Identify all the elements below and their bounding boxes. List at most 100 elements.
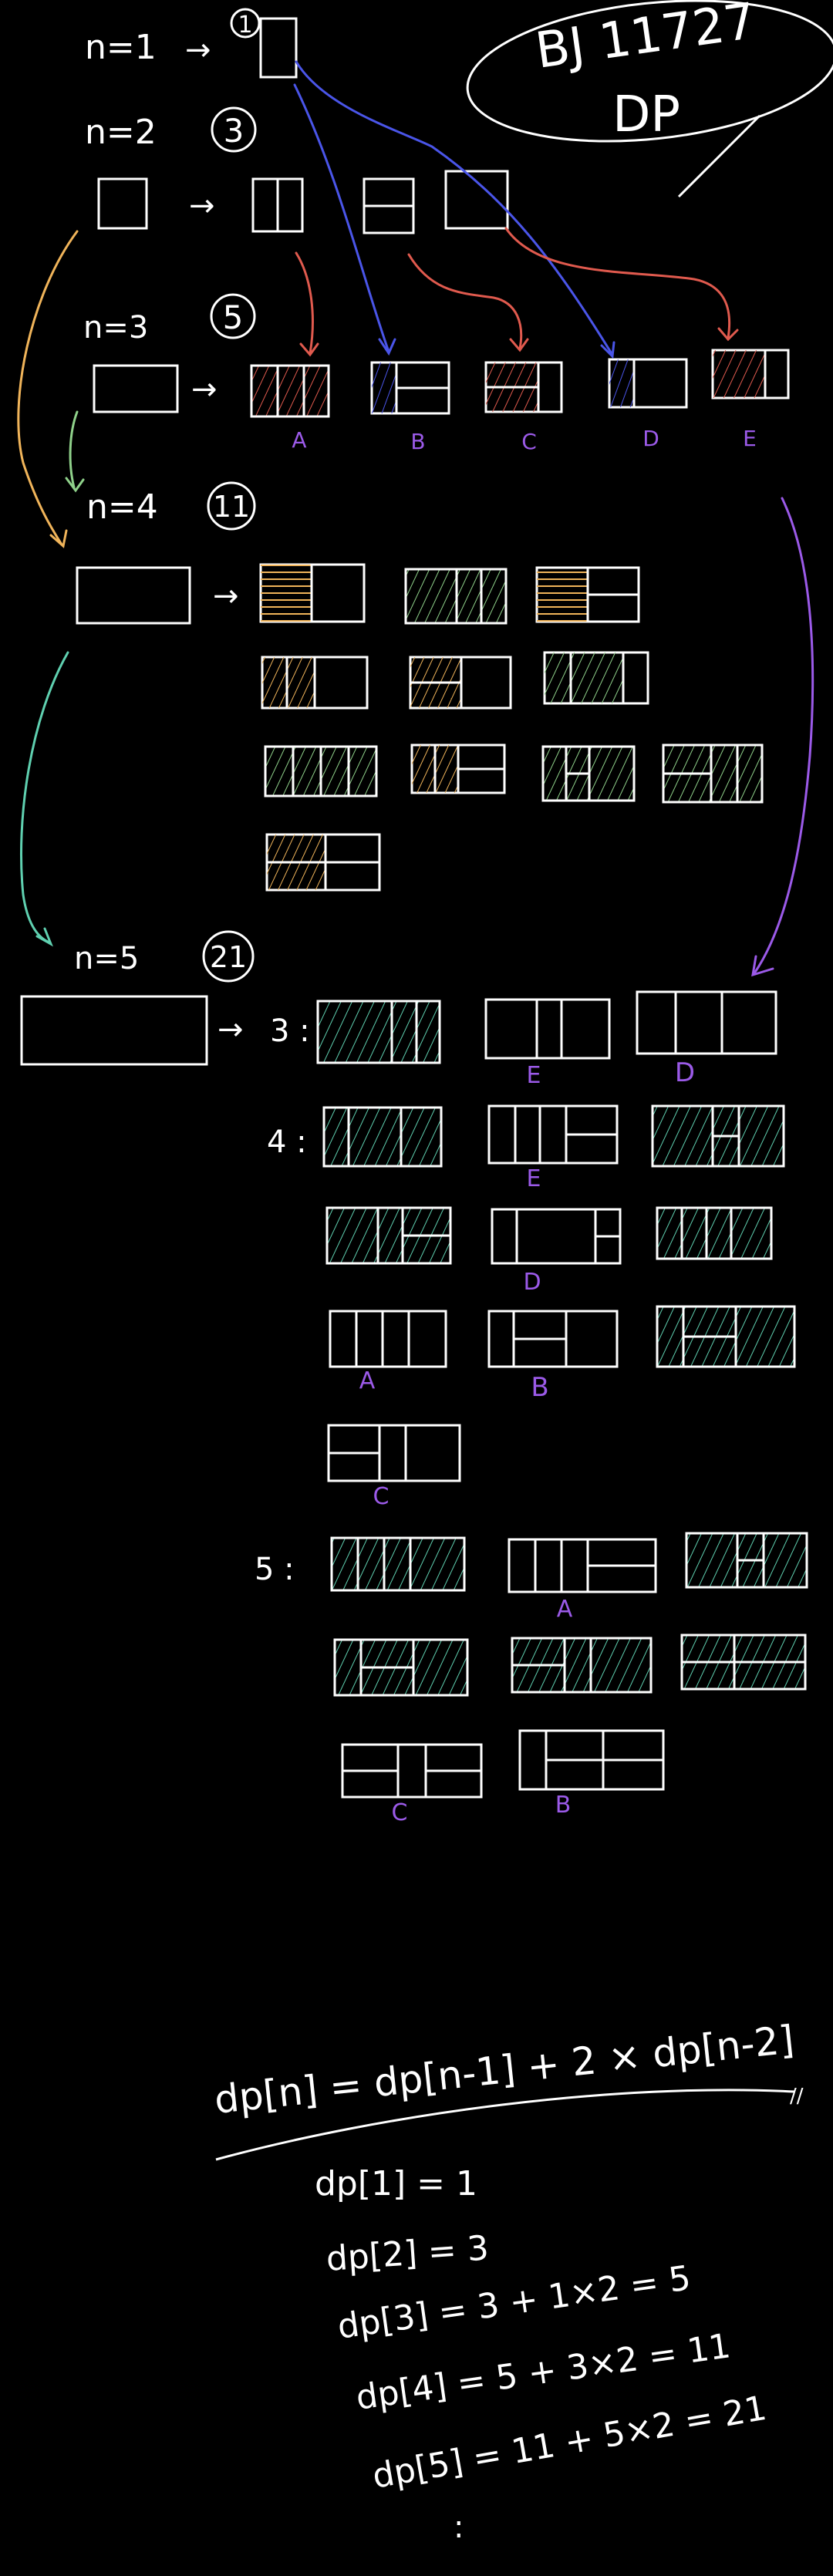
- n3-tag-b: B: [410, 429, 425, 454]
- arrow-n3-to-n4: [69, 410, 79, 489]
- n3-count-circle: [210, 293, 256, 339]
- n5-g5-tag-a: A: [557, 1596, 573, 1623]
- n5-arrow: →: [218, 1012, 244, 1047]
- n5-g4-tiling-6: [656, 1206, 773, 1260]
- n1-arrow: →: [185, 32, 211, 68]
- n4-tiling-2: [404, 568, 508, 625]
- n5-count-circle: [202, 930, 255, 983]
- n5-g4-tag-d: D: [523, 1269, 541, 1296]
- n4-tiling-4: [261, 656, 369, 710]
- n4-tiling-9: [541, 745, 636, 802]
- n3-tag-a: A: [292, 427, 306, 453]
- arrow-n1-to-b: [293, 83, 390, 353]
- n1-tile: [259, 17, 298, 79]
- n5-g5-tiling-3: [685, 1532, 808, 1589]
- title-block: BJ 11727 DP: [466, 0, 833, 198]
- n4-tiling-5: [409, 656, 512, 710]
- n2-label: n=2: [85, 113, 157, 152]
- n3-label: n=3: [83, 310, 148, 346]
- n5-board: [20, 995, 208, 1066]
- n3-arrow: →: [191, 372, 218, 407]
- n5-g5-tiling-6: [680, 1634, 807, 1691]
- n1-label: n=1: [85, 28, 157, 67]
- n5-g5-tag-b: B: [555, 1792, 572, 1819]
- n2-tiling-horizontal: [363, 177, 415, 234]
- n5-g4-tiling-1: [322, 1106, 443, 1168]
- n5-g4-tiling-2: [487, 1104, 619, 1165]
- formula-block: dp[n] = dp[n-1] + 2 × dp[n-2] // dp[1] =…: [212, 2017, 804, 2545]
- section-n1: n=1 → 1: [85, 8, 298, 79]
- n4-tiling-6: [543, 651, 649, 705]
- n5-g4-tiling-8: [487, 1310, 619, 1368]
- n4-tiling-11: [265, 833, 381, 892]
- n2-count-circle: [211, 106, 257, 153]
- n4-tiling-10: [662, 743, 764, 804]
- n4-count: 11: [213, 490, 250, 524]
- n5-g5-tiling-5: [511, 1637, 653, 1694]
- n3-tag-d: D: [642, 426, 659, 451]
- n5-g3-tiling-1: [316, 1000, 441, 1064]
- n2-count: 3: [224, 112, 245, 150]
- n2-arrow: →: [189, 188, 215, 224]
- step-1: dp[1] = 1: [315, 2164, 477, 2203]
- step-2: dp[2] = 3: [325, 2228, 490, 2279]
- title-tail: [677, 114, 761, 198]
- n5-g4-tiling-10: [327, 1424, 461, 1482]
- arrow-n3e-to-n5d: [753, 497, 814, 975]
- n5-g4-tiling-7: [329, 1310, 447, 1368]
- recurrence-end-mark: //: [790, 2085, 804, 2108]
- n5-g4-tag-b: B: [531, 1372, 548, 1403]
- recurrence: dp[n] = dp[n-1] + 2 × dp[n-2]: [212, 2017, 796, 2123]
- n5-g4-tiling-3: [651, 1104, 785, 1168]
- arrow-n1-to-d: [295, 60, 614, 356]
- n3-board: [93, 364, 179, 413]
- n4-count-circle: [207, 481, 256, 531]
- n5-g3-tiling-3: [636, 990, 777, 1055]
- n4-tiling-1: [259, 563, 366, 623]
- n4-label: n=4: [86, 487, 158, 527]
- n5-group3-label: 3 :: [270, 1013, 310, 1049]
- n4-arrow: →: [213, 578, 239, 614]
- n3-tiling-b: [370, 361, 450, 415]
- arrow-n2sq-to-e: [504, 227, 731, 339]
- section-n2: n=2 3 →: [85, 106, 509, 234]
- arrow-n2h-to-c: [407, 253, 523, 350]
- n5-g4-tag-c: C: [373, 1483, 390, 1510]
- n5-g3-tag-e: E: [527, 1062, 541, 1089]
- n3-tiling-a: [250, 364, 330, 418]
- n5-count: 21: [210, 940, 247, 974]
- n1-count: 1: [238, 12, 252, 39]
- arrow-n4-to-n5: [19, 651, 69, 944]
- n3-tag-e: E: [743, 426, 757, 451]
- n5-group5-label: 5 :: [255, 1552, 295, 1587]
- n5-g5-tiling-4: [333, 1638, 469, 1697]
- n3-tiling-d: [608, 358, 688, 409]
- section-n4: n=4 11 →: [76, 481, 764, 892]
- n5-g4-tiling-5: [491, 1208, 622, 1265]
- n5-g3-tiling-2: [484, 998, 611, 1060]
- n5-g4-tiling-9: [656, 1305, 796, 1368]
- n3-tiling-e: [711, 349, 790, 400]
- n5-g3-tag-d: D: [675, 1057, 695, 1088]
- problem-label: BJ 11727: [532, 0, 759, 80]
- n5-g5-tiling-1: [330, 1536, 466, 1592]
- n5-g4-tiling-4: [325, 1206, 452, 1265]
- n5-label: n=5: [74, 941, 139, 976]
- n3-tiling-c: [484, 361, 563, 413]
- n5-group4-label: 4 :: [267, 1124, 307, 1160]
- n3-tag-c: C: [521, 429, 537, 454]
- method-label: DP: [612, 86, 680, 143]
- arrow-n2-to-n4: [17, 230, 79, 546]
- n5-g4-tag-e: E: [527, 1165, 541, 1192]
- section-n3: n=3 5 →: [83, 293, 790, 454]
- n3-count: 5: [223, 298, 244, 336]
- n5-g5-tiling-8: [518, 1729, 665, 1791]
- n5-g5-tiling-2: [508, 1538, 657, 1593]
- n4-tiling-3: [535, 566, 640, 623]
- recurrence-underline: [215, 2089, 795, 2161]
- n1-count-circle: [230, 8, 261, 39]
- n2-board: [97, 177, 148, 230]
- n5-g5-tiling-7: [341, 1743, 483, 1799]
- arrow-n2v-to-a: [295, 251, 314, 355]
